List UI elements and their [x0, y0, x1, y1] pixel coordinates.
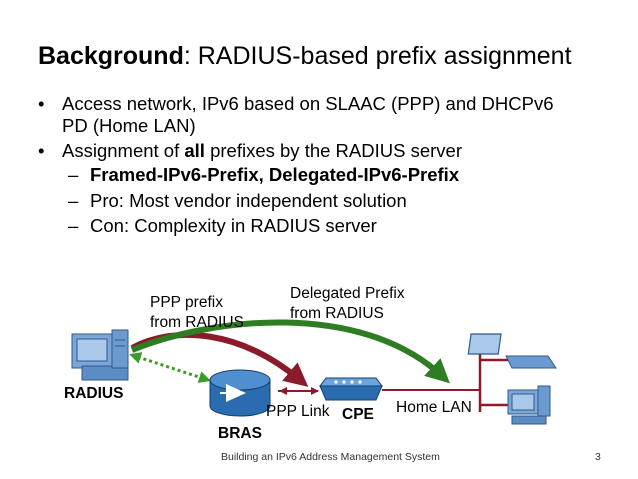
- bras-router-icon: [209, 369, 271, 417]
- ppp-link-label: PPP Link: [266, 403, 330, 420]
- slide-title: Background: RADIUS-based prefix assignme…: [38, 42, 572, 71]
- dash-marker: –: [68, 164, 79, 185]
- desktop-pc-icon: [507, 385, 551, 425]
- sub-bullet-2-text: Pro: Most vendor independent solution: [90, 190, 407, 211]
- cpe-modem-icon: [319, 377, 383, 401]
- page-number: 3: [595, 451, 601, 463]
- bras-label: BRAS: [218, 425, 262, 442]
- bullet-2-text: Assignment of all prefixes by the RADIUS…: [62, 139, 462, 163]
- bullet-1-line1: Access network, IPv6 based on SLAAC (PPP…: [62, 93, 554, 114]
- dash-marker: –: [68, 190, 79, 211]
- bullet-2-bold: all: [184, 140, 205, 161]
- bullet-marker: •: [38, 140, 45, 161]
- title-rest: : RADIUS-based prefix assignment: [183, 42, 572, 70]
- radius-bras-dotted-link: [129, 352, 211, 383]
- delegated-label-2: from RADIUS: [290, 305, 384, 322]
- delegated-label-1: Delegated Prefix: [290, 285, 405, 302]
- title-bold: Background: [38, 42, 184, 70]
- ppp-prefix-label-1: PPP prefix: [150, 294, 223, 311]
- ppp-prefix-label-2: from RADIUS: [150, 314, 244, 331]
- sub-bullet-3-text: Con: Complexity in RADIUS server: [90, 215, 377, 236]
- bullet-1-line2: PD (Home LAN): [62, 115, 196, 136]
- dash-marker: –: [68, 215, 79, 236]
- bullet-marker: •: [38, 93, 45, 114]
- bullet-2-post: prefixes by the RADIUS server: [204, 140, 462, 161]
- home-lan-label: Home LAN: [396, 399, 472, 416]
- radius-server-icon: [71, 329, 129, 381]
- radius-label: RADIUS: [64, 385, 124, 402]
- cpe-label: CPE: [342, 406, 374, 423]
- footer-text: Building an IPv6 Address Management Syst…: [221, 451, 440, 463]
- laptop-icon: [467, 333, 557, 369]
- bullet-2-pre: Assignment of: [62, 140, 185, 161]
- sub-bullet-1-text: Framed-IPv6-Prefix, Delegated-IPv6-Prefi…: [90, 164, 460, 185]
- delegated-prefix-arrow: [130, 319, 450, 384]
